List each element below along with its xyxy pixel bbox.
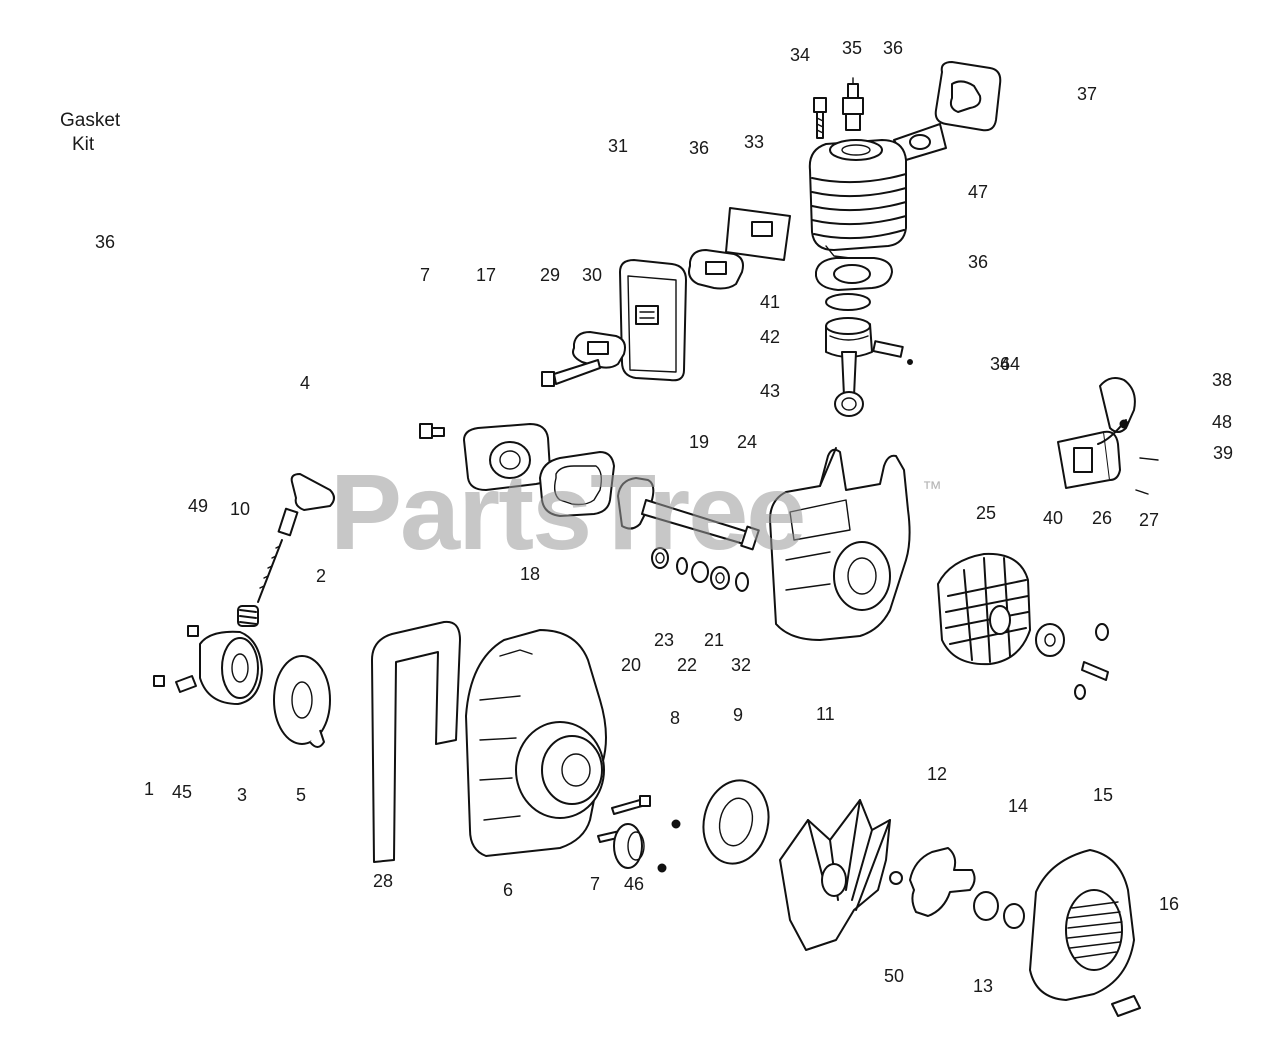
part-number-label: 20	[621, 655, 642, 675]
part-number-label: 45	[172, 782, 193, 802]
part-number-label: 6	[503, 880, 514, 900]
housing-bolt	[597, 795, 651, 843]
part-number-label: 26	[1092, 508, 1113, 528]
part-number-label: 30	[582, 265, 603, 285]
part-number-label: 46	[624, 874, 645, 894]
part-number-label: 28	[373, 871, 394, 891]
part-number-label: 18	[520, 564, 541, 584]
crankshaft	[617, 477, 760, 551]
piston-ring	[825, 293, 871, 311]
muffler	[619, 259, 687, 382]
part-number-label: 29	[540, 265, 561, 285]
fan-housing	[465, 629, 607, 857]
part-number-label: 44	[1000, 354, 1021, 374]
part-number-label: 1	[144, 779, 155, 799]
piston	[825, 317, 913, 365]
cylinder	[808, 139, 907, 259]
part-number-label: 36	[95, 232, 116, 252]
part-number-label: 39	[1213, 443, 1234, 463]
part-number-label: 48	[1212, 412, 1233, 432]
connecting-rod	[834, 351, 864, 417]
exhaust-flange	[688, 249, 744, 290]
part-number-label: 13	[973, 976, 994, 996]
part-number-label: 5	[296, 785, 307, 805]
blower-cover	[1029, 849, 1141, 1017]
part-number-label: 16	[1159, 894, 1180, 914]
part-number-label: 37	[1077, 84, 1098, 104]
trademark-mark: ™	[922, 478, 942, 500]
part-number-label: 23	[654, 630, 675, 650]
part-number-label: 34	[790, 45, 811, 65]
part-number-label: 35	[842, 38, 863, 58]
intake-gasket	[893, 123, 947, 161]
crankcase	[769, 447, 911, 641]
part-number-label: 17	[476, 265, 497, 285]
part-number-label: 19	[689, 432, 710, 452]
part-number-label: 40	[1043, 508, 1064, 528]
cylinder-gasket	[815, 257, 893, 291]
starter-handle	[257, 473, 335, 603]
part-number-label: 15	[1093, 785, 1114, 805]
part-number-label: 50	[884, 966, 905, 986]
part-number-label: 14	[1008, 796, 1029, 816]
flywheel-nut	[1074, 623, 1109, 700]
starter-spring	[237, 605, 259, 627]
part-number-label: 47	[968, 182, 989, 202]
flywheel	[937, 552, 1031, 666]
part-number-label: 36	[883, 38, 904, 58]
crankcase-gasket	[539, 451, 615, 517]
part-number-label: 2	[316, 566, 327, 586]
part-number-label: 41	[760, 292, 781, 312]
part-number-label: 12	[927, 764, 948, 784]
part-number-label: 4	[300, 373, 311, 393]
filter-gasket	[934, 61, 1002, 132]
part-number-label: 36	[990, 354, 1011, 374]
part-number-label: 21	[704, 630, 725, 650]
gasket-kit-label: Gasket Kit	[60, 109, 120, 157]
part-number-label: 33	[744, 132, 765, 152]
fan-washer	[889, 847, 1025, 929]
muffler-gasket	[572, 331, 626, 369]
part-number-label: 49	[188, 496, 209, 516]
part-number-label: 38	[1212, 370, 1233, 390]
part-number-label: 8	[670, 708, 681, 728]
handle-tube	[371, 620, 461, 863]
starter-pulley	[153, 625, 263, 705]
gasket-kit-line-1: Gasket	[60, 110, 121, 131]
part-number-label: 3	[237, 785, 248, 805]
part-number-label: 9	[733, 705, 744, 725]
flywheel-washer	[1035, 623, 1065, 657]
bearings	[651, 547, 749, 592]
exhaust-gasket	[725, 207, 791, 261]
seal-plate	[702, 779, 770, 865]
part-number-label: 7	[590, 874, 601, 894]
part-number-label: 10	[230, 499, 251, 519]
ignition-module	[1057, 377, 1159, 495]
gasket-kit-line-2: Kit	[72, 134, 95, 155]
impeller-fan	[779, 799, 891, 951]
part-number-label: 11	[816, 704, 835, 724]
watermark: PartsTree	[330, 451, 806, 572]
muffler-bolt	[541, 359, 601, 387]
spring-cover	[273, 655, 331, 748]
part-number-label: 24	[737, 432, 758, 452]
part-number-label: 36	[968, 252, 989, 272]
fan-nut	[613, 819, 681, 873]
part-number-label: 32	[731, 655, 752, 675]
part-number-label: 22	[677, 655, 698, 675]
spark-plug	[842, 77, 864, 131]
housing-screw	[419, 423, 445, 439]
part-number-label: 36	[689, 138, 710, 158]
part-number-label: 43	[760, 381, 781, 401]
part-number-label: 31	[608, 136, 629, 156]
cylinder-screw	[813, 97, 827, 139]
part-number-label: 42	[760, 327, 781, 347]
part-number-label: 25	[976, 503, 997, 523]
part-number-label: 27	[1139, 510, 1160, 530]
part-number-label: 7	[420, 265, 431, 285]
